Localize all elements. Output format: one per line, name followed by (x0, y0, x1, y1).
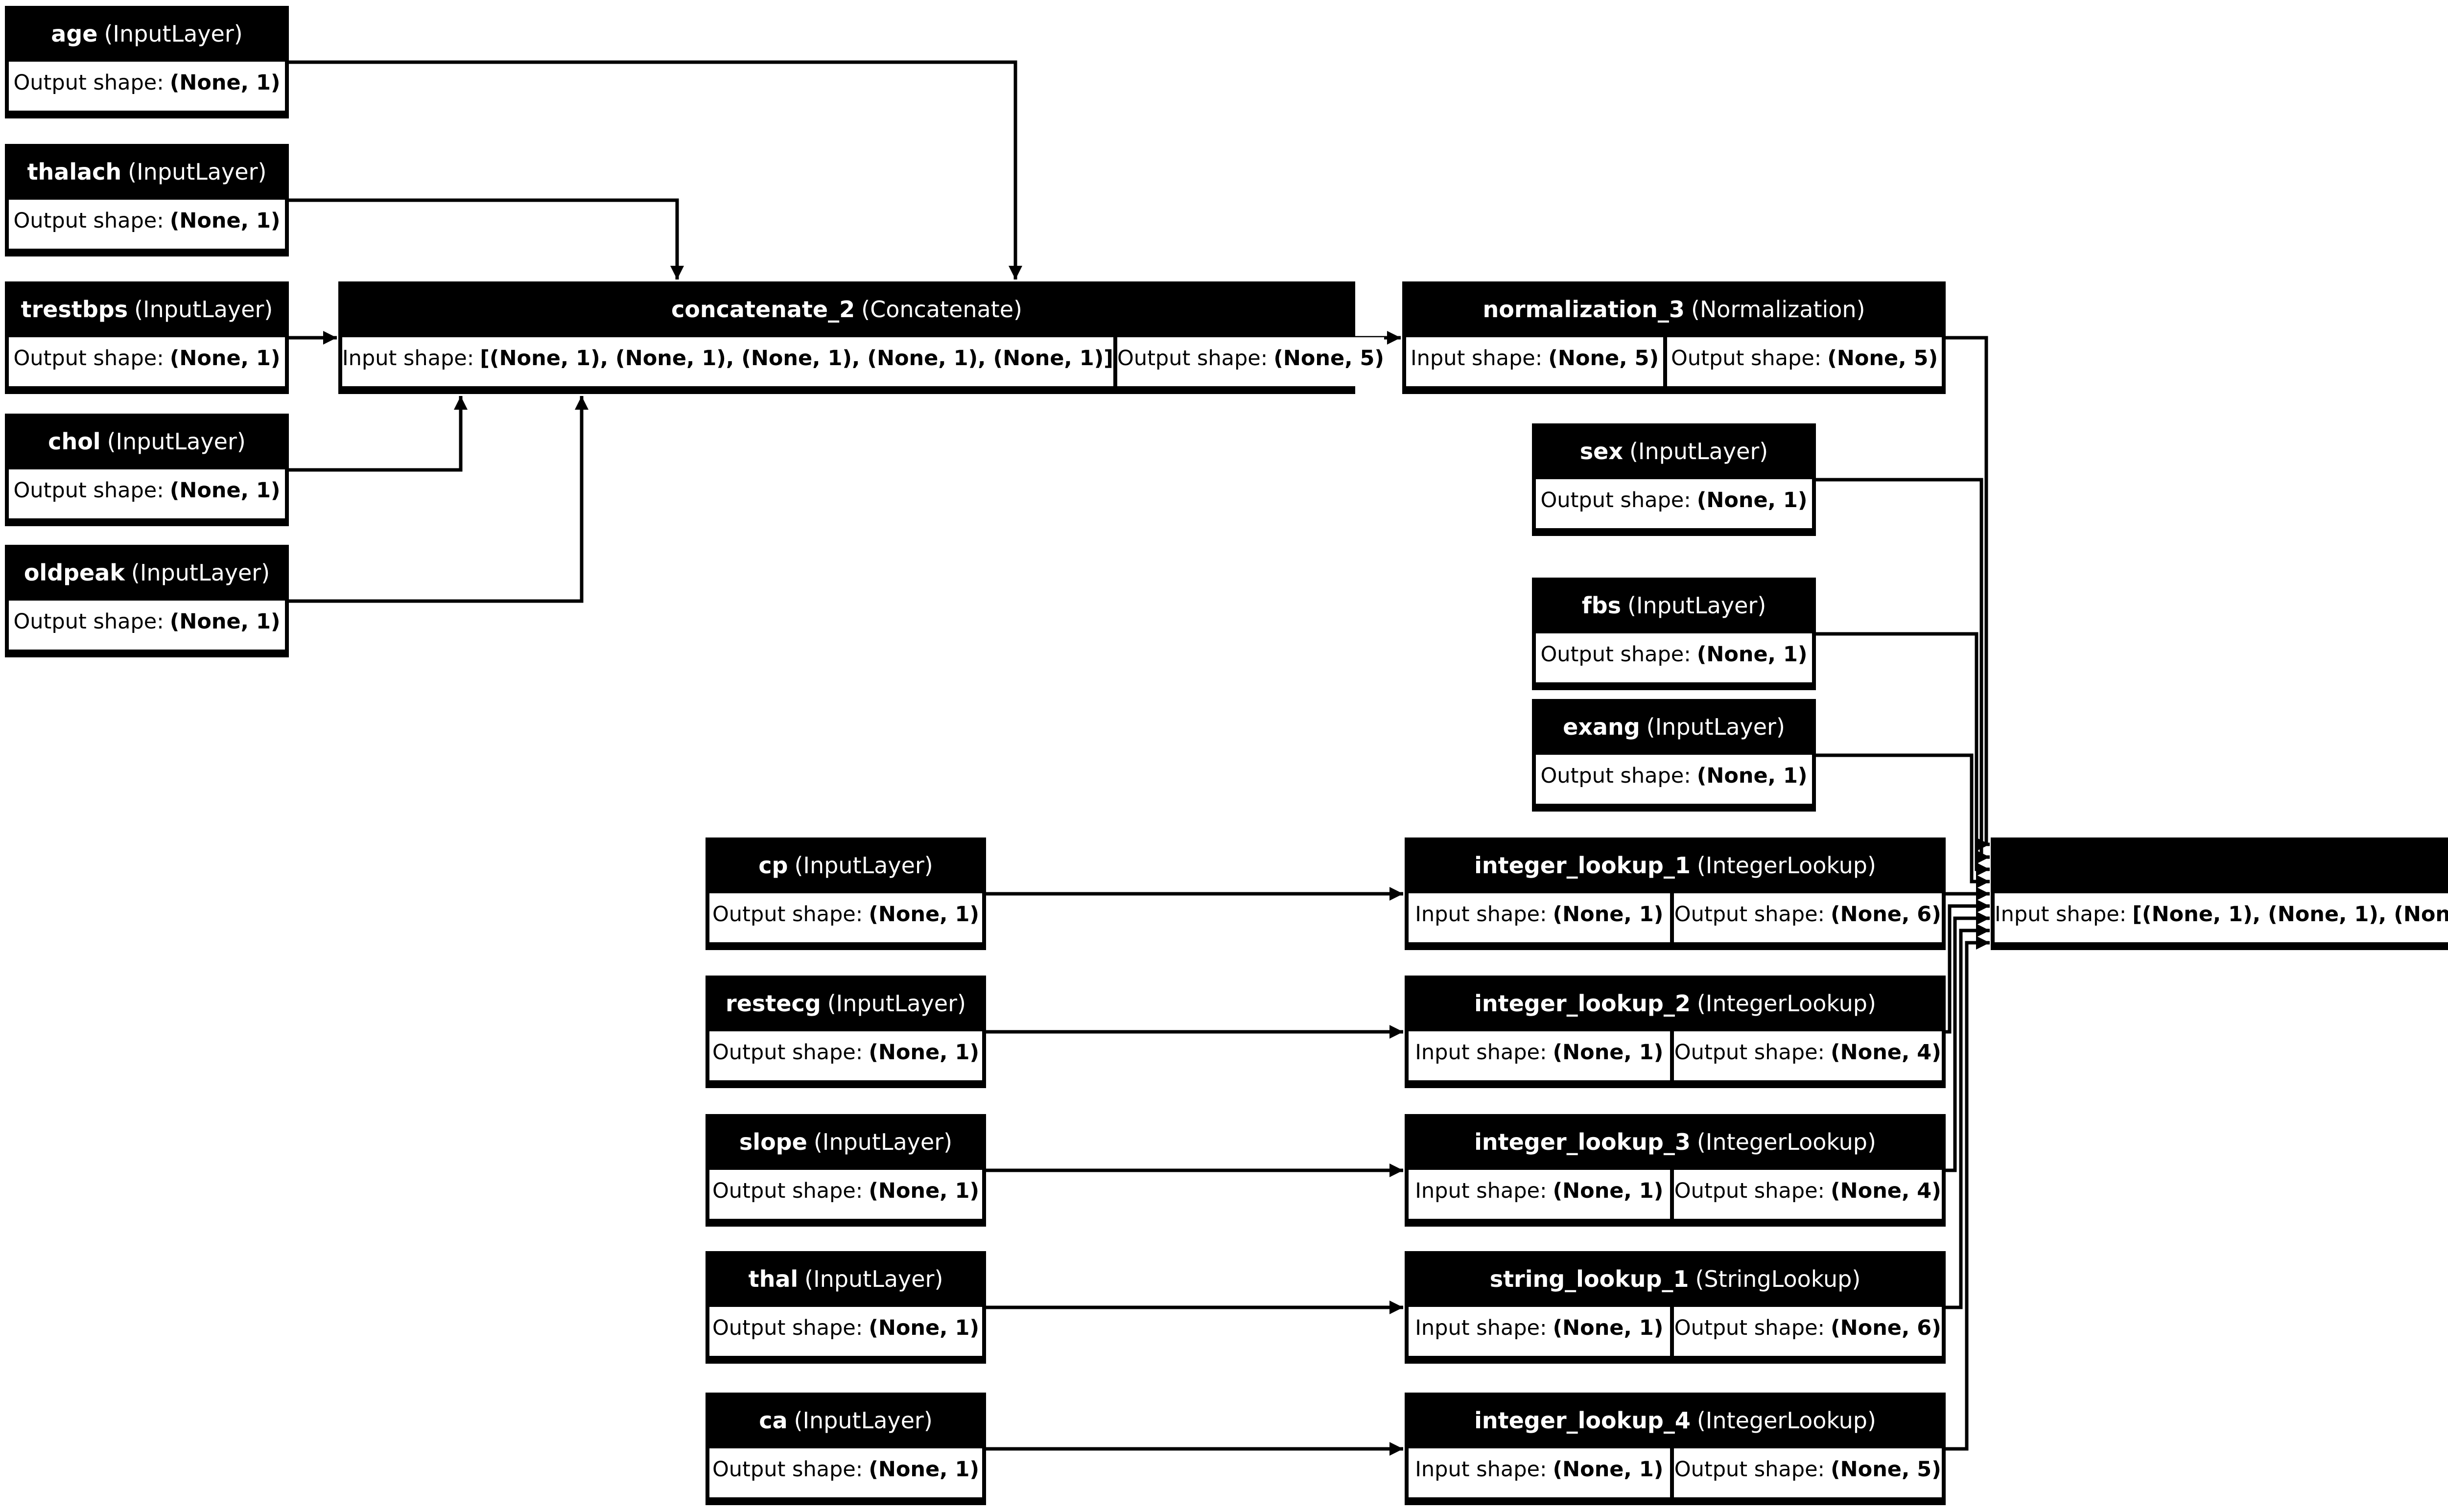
node-thalach: thalach(InputLayer) Output shape:(None, … (5, 144, 289, 256)
output-shape-cell: Output shape:(None, 5) (1673, 1448, 1942, 1497)
output-shape-cell: Output shape:(None, 6) (1673, 1307, 1942, 1356)
node-sex: sex(InputLayer) Output shape:(None, 1) (1532, 423, 1816, 536)
input-shape-cell: Input shape:(None, 1) (1409, 1448, 1670, 1497)
node-title: slope(InputLayer) (739, 1129, 953, 1155)
node-title: normalization_3(Normalization) (1483, 296, 1865, 323)
output-shape-cell: Output shape:(None, 1) (1536, 755, 1812, 804)
output-shape-cell: Output shape:(None, 1) (709, 893, 982, 942)
edge-sex-to-concatenate_3 (1816, 478, 1990, 864)
output-shape-cell: Output shape:(None, 1) (709, 1170, 982, 1219)
output-shape-cell: Output shape:(None, 4) (1673, 1170, 1942, 1219)
node-title: concatenate_3(Concatenate) (1995, 837, 2448, 893)
output-shape-cell: Output shape:(None, 1) (1536, 633, 1812, 682)
edge-age-to-concatenate_2 (289, 60, 1022, 279)
node-fbs: fbs(InputLayer) Output shape:(None, 1) (1532, 578, 1816, 690)
node-title: thal(InputLayer) (748, 1266, 943, 1292)
edge-thalach-to-concatenate_2 (289, 198, 684, 279)
node-title: integer_lookup_3(IntegerLookup) (1474, 1129, 1876, 1155)
output-shape-cell: Output shape:(None, 4) (1673, 1031, 1942, 1080)
output-shape-cell: Output shape:(None, 1) (9, 62, 285, 111)
node-oldpeak: oldpeak(InputLayer) Output shape:(None, … (5, 545, 289, 657)
node-ca: ca(InputLayer) Output shape:(None, 1) (706, 1393, 986, 1505)
node-title: trestbps(InputLayer) (21, 296, 273, 323)
node-exang: exang(InputLayer) Output shape:(None, 1) (1532, 699, 1816, 812)
input-shape-cell: Input shape:(None, 1) (1409, 1307, 1670, 1356)
node-title: integer_lookup_1(IntegerLookup) (1474, 852, 1876, 879)
input-shape-cell: Input shape:[(None, 1), (None, 1), (None… (342, 337, 1113, 386)
node-trestbps: trestbps(InputLayer) Output shape:(None,… (5, 281, 289, 394)
node-concatenate_3: concatenate_3(Concatenate) Input shape:[… (1991, 837, 2448, 950)
edge-integer_lookup_2-to-concatenate_3 (1946, 899, 1990, 1034)
edge-integer_lookup_4-to-concatenate_3 (1946, 936, 1990, 1451)
node-title: thalach(InputLayer) (27, 159, 267, 185)
edge-normalization_3-to-concatenate_3 (1946, 336, 1990, 851)
input-shape-cell: Input shape:[(None, 1), (None, 1), (None… (1995, 893, 2448, 942)
node-thal: thal(InputLayer) Output shape:(None, 1) (706, 1251, 986, 1364)
node-title: integer_lookup_2(IntegerLookup) (1474, 990, 1876, 1017)
edge-chol-to-concatenate_2 (289, 396, 468, 472)
output-shape-cell: Output shape:(None, 5) (1667, 337, 1942, 386)
output-shape-cell: Output shape:(None, 5) (1117, 337, 1385, 386)
output-shape-cell: Output shape:(None, 1) (9, 200, 285, 249)
node-title: ca(InputLayer) (759, 1407, 933, 1434)
node-concatenate_2: concatenate_2(Concatenate) Input shape:[… (338, 281, 1385, 394)
node-title: concatenate_2(Concatenate) (671, 296, 1022, 323)
node-integer_lookup_2: integer_lookup_2(IntegerLookup) Input sh… (1405, 976, 1946, 1088)
input-shape-cell: Input shape:(None, 5) (1406, 337, 1664, 386)
node-title: chol(InputLayer) (48, 428, 246, 455)
output-shape-cell: Output shape:(None, 1) (709, 1031, 982, 1080)
node-title: fbs(InputLayer) (1581, 592, 1766, 619)
output-shape-cell: Output shape:(None, 1) (9, 601, 285, 650)
node-string_lookup_1: string_lookup_1(StringLookup) Input shap… (1405, 1251, 1946, 1364)
node-integer_lookup_4: integer_lookup_4(IntegerLookup) Input sh… (1405, 1393, 1946, 1505)
output-shape-cell: Output shape:(None, 6) (1673, 893, 1942, 942)
node-title: cp(InputLayer) (758, 852, 933, 879)
node-integer_lookup_3: integer_lookup_3(IntegerLookup) Input sh… (1405, 1114, 1946, 1227)
output-shape-cell: Output shape:(None, 1) (9, 337, 285, 386)
input-shape-cell: Input shape:(None, 1) (1409, 893, 1670, 942)
output-shape-cell: Output shape:(None, 1) (709, 1448, 982, 1497)
node-title: restecg(InputLayer) (726, 990, 966, 1017)
node-cp: cp(InputLayer) Output shape:(None, 1) (706, 837, 986, 950)
node-title: string_lookup_1(StringLookup) (1489, 1266, 1861, 1292)
node-age: age(InputLayer) Output shape:(None, 1) (5, 6, 289, 118)
node-title: sex(InputLayer) (1579, 438, 1768, 465)
output-shape-cell: Output shape:(None, 1) (9, 469, 285, 518)
node-slope: slope(InputLayer) Output shape:(None, 1) (706, 1114, 986, 1227)
node-chol: chol(InputLayer) Output shape:(None, 1) (5, 414, 289, 526)
input-shape-cell: Input shape:(None, 1) (1409, 1170, 1670, 1219)
node-restecg: restecg(InputLayer) Output shape:(None, … (706, 976, 986, 1088)
output-shape-cell: Output shape:(None, 1) (1536, 479, 1812, 528)
edge-oldpeak-to-concatenate_2 (289, 396, 588, 603)
node-integer_lookup_1: integer_lookup_1(IntegerLookup) Input sh… (1405, 837, 1946, 950)
edge-fbs-to-concatenate_3 (1816, 632, 1990, 876)
node-normalization_3: normalization_3(Normalization) Input sha… (1402, 281, 1946, 394)
edge-string_lookup_1-to-concatenate_3 (1946, 924, 1990, 1309)
node-title: exang(InputLayer) (1563, 714, 1785, 740)
node-title: age(InputLayer) (51, 21, 243, 47)
output-shape-cell: Output shape:(None, 1) (709, 1307, 982, 1356)
input-shape-cell: Input shape:(None, 1) (1409, 1031, 1670, 1080)
edge-integer_lookup_3-to-concatenate_3 (1946, 911, 1990, 1172)
node-title: oldpeak(InputLayer) (24, 559, 270, 586)
edge-exang-to-concatenate_3 (1816, 753, 1990, 888)
node-title: integer_lookup_4(IntegerLookup) (1474, 1407, 1876, 1434)
